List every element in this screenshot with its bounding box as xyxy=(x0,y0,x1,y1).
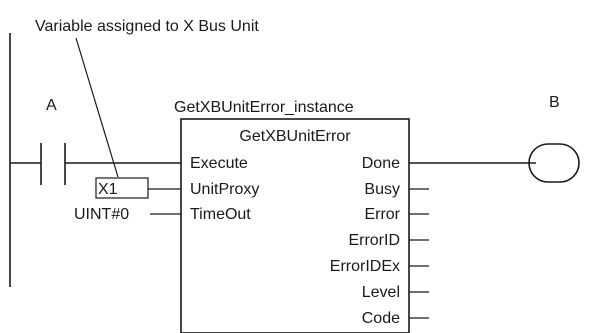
output-erroridex-label: ErrorIDEx xyxy=(330,258,400,275)
coil-b xyxy=(528,143,580,183)
coil-label: B xyxy=(549,94,560,111)
function-block-type-name: GetXBUnitError xyxy=(239,128,351,145)
constant-text: UINT#0 xyxy=(74,206,129,223)
contact-a xyxy=(40,143,66,185)
input-unitproxy-label: UnitProxy xyxy=(190,181,259,198)
output-busy-label: Busy xyxy=(364,181,400,198)
contact-label: A xyxy=(46,97,57,114)
output-code-label: Code xyxy=(362,310,400,327)
function-block-box xyxy=(180,118,410,333)
output-error-label: Error xyxy=(364,206,400,223)
output-done-label: Done xyxy=(362,155,400,172)
function-block-instance-name: GetXBUnitError_instance xyxy=(174,99,354,116)
callout-leader-line xyxy=(75,37,119,178)
variable-text: X1 xyxy=(98,181,118,198)
output-level-label: Level xyxy=(362,284,400,301)
input-execute-label: Execute xyxy=(190,155,248,172)
callout-text: Variable assigned to X Bus Unit xyxy=(35,18,259,35)
output-errorid-label: ErrorID xyxy=(348,232,400,249)
input-timeout-label: TimeOut xyxy=(190,206,251,223)
variable-box xyxy=(95,177,149,199)
